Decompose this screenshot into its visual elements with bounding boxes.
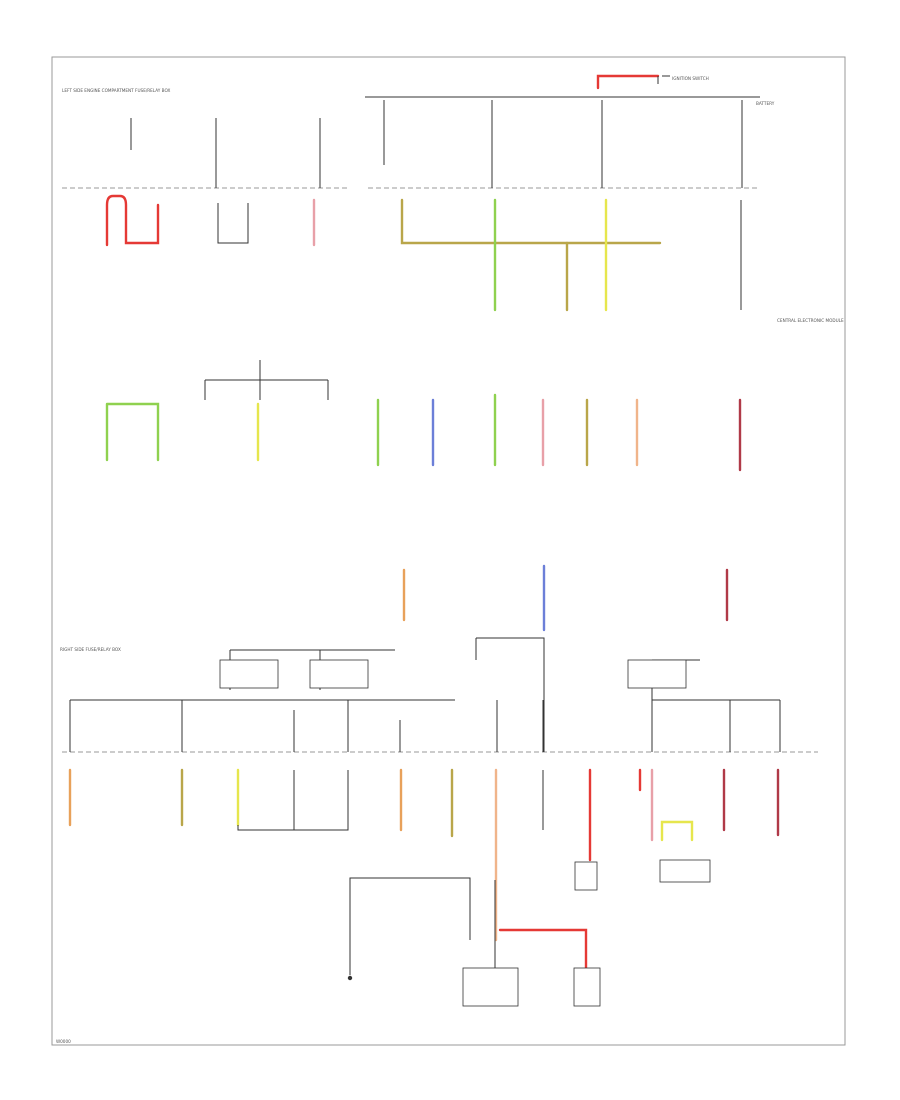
ign-switch-lines [383, 100, 743, 188]
left-red-loop-wire [105, 194, 160, 247]
module-box-3 [574, 861, 598, 891]
low-yellow-loop [660, 820, 694, 842]
mid-green-wire [105, 402, 160, 462]
module-box-2 [573, 967, 601, 1007]
relay-box-1 [219, 659, 279, 689]
bottom-black-lines [349, 877, 496, 975]
central-module-label: CENTRAL ELECTRONIC MODULE [777, 318, 844, 323]
left-black-loop-wire [217, 203, 249, 244]
ignition-switch-label: IGNITION SWITCH [672, 76, 709, 81]
low-black-loop [237, 770, 349, 831]
battery-label: BATTERY [756, 101, 775, 106]
right-fuse-box-label: RIGHT SIDE FUSE/RELAY BOX [60, 647, 121, 652]
footer-code: W0000 [56, 1039, 71, 1044]
relay-box-3 [627, 659, 687, 689]
module-box-1 [462, 967, 519, 1007]
battery-feed-wire [596, 74, 660, 90]
ground-point [347, 975, 353, 981]
left-fuse-box-label: LEFT SIDE ENGINE COMPARTMENT FUSE/RELAY … [62, 88, 170, 93]
diagram-frame [51, 56, 846, 1046]
left-fuse-feeds [130, 118, 321, 188]
mid-split-wire [204, 360, 329, 400]
ign-olive-wire [400, 198, 662, 245]
lower-fuse-feeds [69, 699, 781, 752]
bottom-red-wire [498, 928, 588, 972]
lower-box-lines [229, 637, 700, 752]
module-box-4 [659, 859, 711, 883]
battery-feed-ground [657, 75, 670, 84]
relay-box-2 [309, 659, 369, 689]
